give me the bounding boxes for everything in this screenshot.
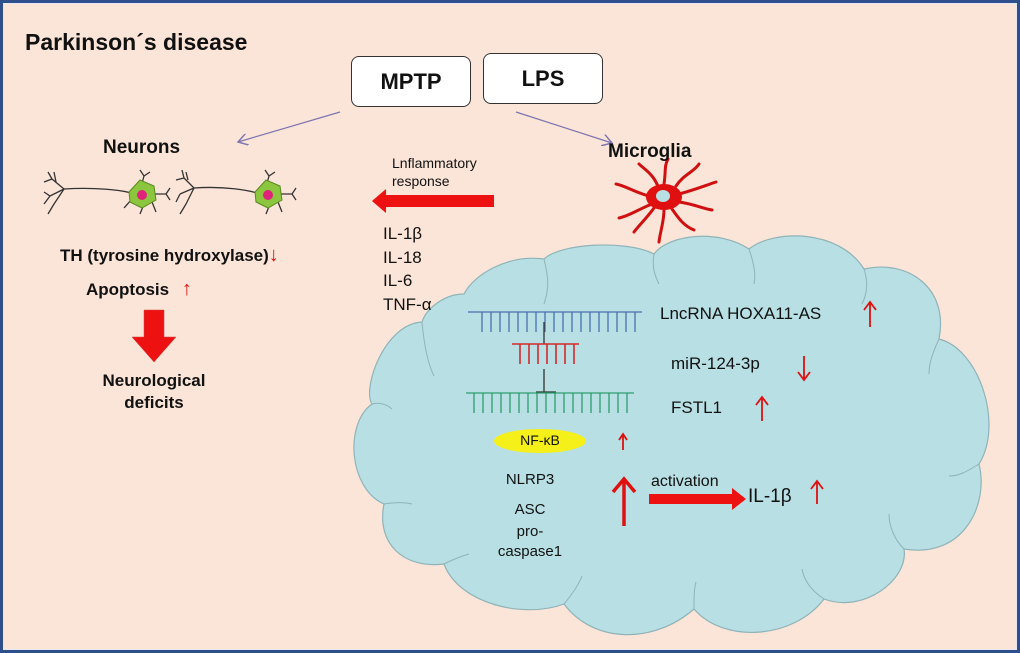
cytokine: TNF-α [383,294,432,314]
mirna-down-arrow-icon [797,356,811,382]
microglia-nucleus [656,190,670,202]
th-row: TH (tyrosine hydroxylase)↓ [60,244,279,267]
neuron-nucleus-1 [137,190,147,200]
lncrna-up-arrow-icon [863,300,877,327]
arrow-to-microglia [515,111,612,143]
microglia-cloud [353,235,990,636]
cytokine: IL-1β [383,224,423,243]
il1b-product-label: IL-1β [748,486,792,507]
nfkb-ellipse [494,429,586,453]
activation-label: activation [651,473,719,490]
neurological-deficits: Neurological deficits [92,370,216,414]
page-title: Parkinson´s disease [25,29,248,55]
nfkb-label: NF-κB [520,432,560,448]
cytokine-list: IL-1β IL-18 IL-6 TNF-α [383,222,432,316]
inflammasome-up-arrow-icon [611,476,637,526]
nfkb-up-arrow-icon [618,432,628,450]
cytokine: IL-6 [383,271,413,290]
apoptosis-label: Apoptosis [86,280,170,299]
lncrna-strand-icon [468,311,642,332]
inflammatory-arrow-icon [372,189,494,213]
mrna-strand-icon [466,392,634,413]
pro-label: pro- [516,523,544,540]
fstl1-label: FSTL1 [671,398,723,417]
lncrna-label: LncRNA HOXA11-AS [660,304,822,323]
diagram-canvas: Parkinson´s disease MPTP LPS Neurons Mic… [3,3,1017,650]
outcome-line-1: Neurological [102,371,206,390]
asc-label: ASC [514,501,546,518]
apoptosis-up-arrow-icon: ↑ [181,278,192,300]
lps-box: LPS [483,53,603,104]
neurons-label: Neurons [103,137,181,158]
inflammatory-line-2: response [392,173,450,189]
neuron-nucleus-2 [263,190,273,200]
th-label: TH (tyrosine hydroxylase) [60,246,269,265]
inflammatory-response-label: Lnflammatory response [392,154,477,190]
inflammasome-list: NLRP3 ASC pro- caspase1 [482,468,578,562]
cytokine: IL-18 [383,247,422,267]
outcome-line-2: deficits [124,393,184,412]
fstl1-up-arrow-icon [755,395,769,421]
caspase1-label: caspase1 [497,543,563,560]
mirna-strand-icon [512,343,579,364]
nlrp3-label: NLRP3 [505,471,555,488]
th-down-arrow-icon: ↓ [268,244,279,266]
arrow-to-neurons [238,111,341,142]
apoptosis-row: Apoptosis ↑ [86,278,192,301]
lps-label: LPS [521,65,565,91]
graphics-layer [43,111,990,636]
mptp-label: MPTP [380,68,442,94]
microglia-cell-icon [614,157,718,244]
big-down-arrow-icon [131,309,177,363]
activation-arrow-icon [649,488,746,510]
il1b-up-arrow-icon [810,479,824,504]
inflammatory-line-1: Lnflammatory [392,155,477,171]
mirna-label: miR-124-3p [671,354,760,373]
microglia-label: Microglia [608,141,692,162]
mptp-box: MPTP [351,56,471,107]
